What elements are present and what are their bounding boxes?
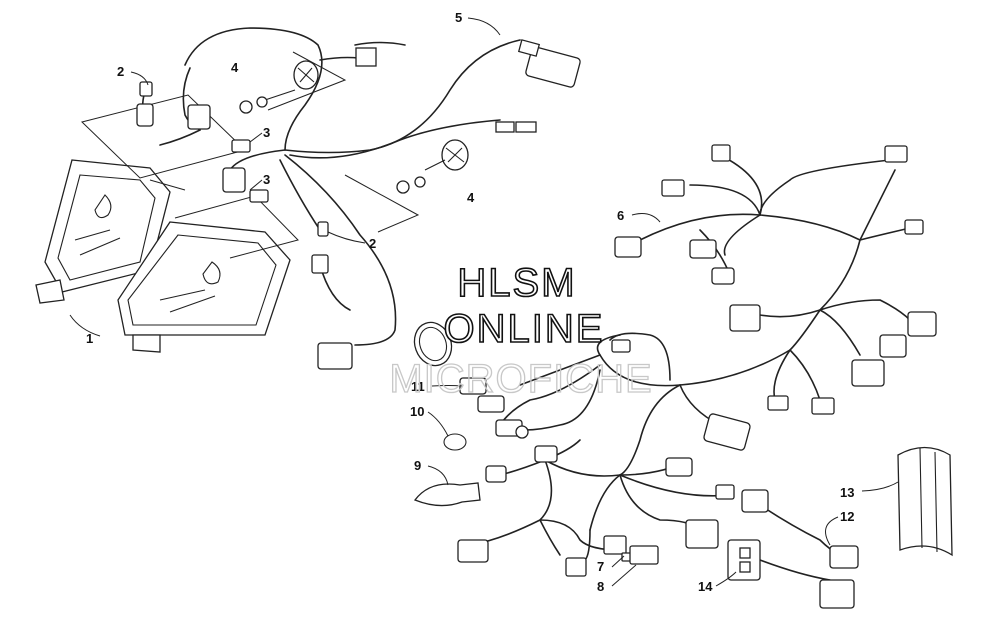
headlight-right (117, 221, 291, 353)
leader-lines (69, 17, 899, 587)
callout-labels: 1 2 2 3 3 4 4 5 6 7 8 9 10 11 12 13 14 (86, 10, 854, 594)
callout-10: 10 (410, 404, 424, 419)
callout-6: 6 (617, 208, 624, 223)
callout-14: 14 (698, 579, 713, 594)
callout-3-lower: 3 (263, 172, 270, 187)
callout-2-lower: 2 (369, 236, 376, 251)
callout-12: 12 (840, 509, 854, 524)
watermark-line-3: MICROFICHE (389, 357, 652, 401)
watermark-line-2: ONLINE (444, 307, 605, 351)
watermark: HLSM ONLINE MICROFICHE (389, 260, 653, 401)
callout-4-lower: 4 (467, 190, 475, 205)
callout-3-upper: 3 (263, 125, 270, 140)
callout-11: 11 (411, 379, 425, 394)
callout-13: 13 (840, 485, 854, 500)
reference-lines (81, 51, 420, 259)
callout-2-upper: 2 (117, 64, 124, 79)
callout-9: 9 (414, 458, 421, 473)
callout-8: 8 (597, 579, 604, 594)
callout-4-upper: 4 (231, 60, 239, 75)
callout-1: 1 (86, 331, 93, 346)
callout-7: 7 (597, 559, 604, 574)
upper-harness-components (136, 39, 581, 370)
main-harness (469, 154, 911, 581)
callout-5: 5 (455, 10, 462, 25)
headlight-harness (141, 27, 521, 346)
watermark-line-1: HLSM (457, 261, 576, 305)
loose-parts (413, 321, 953, 557)
